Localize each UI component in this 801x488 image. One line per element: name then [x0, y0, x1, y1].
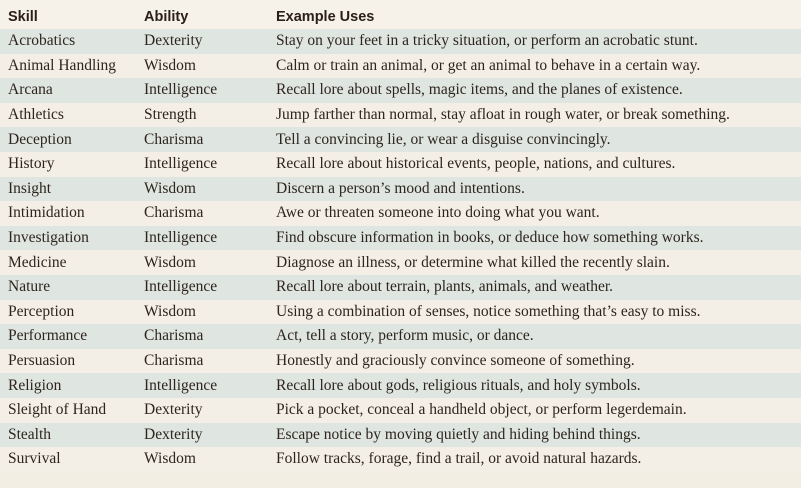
- ability-cell: Wisdom: [144, 253, 196, 271]
- example-uses-cell: Act, tell a story, perform music, or dan…: [276, 327, 534, 345]
- skill-cell: Intimidation: [8, 204, 85, 222]
- table-row: Animal Handling Wisdom Calm or train an an…: [0, 53, 801, 79]
- example-uses-cell: Find obscure information in books, or de…: [276, 229, 704, 247]
- skill-cell: History: [8, 155, 55, 173]
- example-uses-cell: Recall lore about gods, religious ritual…: [276, 376, 641, 394]
- example-uses-cell: Diagnose an illness, or determine what k…: [276, 253, 670, 271]
- example-uses-cell: Honestly and graciously convince someone…: [276, 352, 635, 370]
- ability-cell: Dexterity: [144, 32, 203, 50]
- table-row: Medicine Wisdom Diagnose an illness, or de…: [0, 250, 801, 275]
- example-uses-cell: Recall lore about historical events, peo…: [276, 155, 676, 173]
- header-row: Skill Ability Example Uses: [0, 0, 801, 29]
- table-row: Acrobatics Dexterity Stay on your feet in …: [0, 29, 801, 54]
- table-row: Nature Intelligence Recall lore about terr…: [0, 274, 801, 300]
- table-row: Stealth Dexterity Escape notice by moving …: [0, 422, 801, 448]
- table-row: History Intelligence Recall lore about his…: [0, 151, 801, 177]
- table-row: Religion Intelligence Recall lore about go…: [0, 373, 801, 398]
- example-uses-cell: Using a combination of senses, notice so…: [276, 302, 701, 320]
- example-uses-cell: Recall lore about spells, magic items, a…: [276, 81, 683, 99]
- example-uses-cell: Recall lore about terrain, plants, anima…: [276, 278, 614, 296]
- table-row: Sleight of Hand Dexterity Pick a pocket, c…: [0, 397, 801, 423]
- skill-cell: Performance: [8, 327, 88, 345]
- table-header: Skill Ability Example Uses: [0, 0, 801, 29]
- skill-cell: Animal Handling: [8, 56, 117, 74]
- ability-cell: Charisma: [144, 204, 204, 222]
- skill-cell: Insight: [8, 179, 52, 197]
- example-uses-cell: Escape notice by moving quietly and hidi…: [276, 425, 641, 443]
- table-row: Intimidation Charisma Awe or threaten some…: [0, 201, 801, 226]
- skill-cell: Sleight of Hand: [8, 401, 107, 419]
- ability-cell: Intelligence: [144, 376, 218, 394]
- ability-cell: Charisma: [144, 352, 204, 370]
- skill-cell: Nature: [8, 278, 51, 296]
- ability-cell: Intelligence: [144, 278, 218, 296]
- example-uses-cell: Discern a person’s mood and intentions.: [276, 179, 525, 197]
- table-row: Investigation Intelligence Find obscure in…: [0, 225, 801, 251]
- example-uses-cell: Tell a convincing lie, or wear a disguis…: [276, 130, 611, 148]
- example-uses-cell: Stay on your feet in a tricky situation,…: [276, 32, 698, 50]
- table-row: Insight Wisdom Discern a person’s mood and…: [0, 176, 801, 202]
- skill-cell: Deception: [8, 130, 72, 148]
- ability-cell: Strength: [144, 106, 197, 124]
- table-row: Performance Charisma Act, tell a story, pe…: [0, 324, 801, 349]
- skill-cell: Arcana: [8, 81, 53, 99]
- skill-cell: Investigation: [8, 229, 89, 247]
- skill-cell: Stealth: [8, 425, 52, 443]
- header-skill: Skill: [8, 9, 38, 25]
- ability-cell: Charisma: [144, 327, 204, 345]
- ability-cell: Charisma: [144, 130, 204, 148]
- table-row: Deception Charisma Tell a convincing lie, …: [0, 127, 801, 152]
- skill-cell: Perception: [8, 302, 75, 320]
- skill-cell: Acrobatics: [8, 32, 76, 50]
- ability-cell: Wisdom: [144, 302, 196, 320]
- ability-cell: Intelligence: [144, 81, 218, 99]
- skill-cell: Medicine: [8, 253, 67, 271]
- table-row: Athletics Strength Jump farther than norma…: [0, 102, 801, 128]
- table-row: Survival Wisdom Follow tracks, forage, fin…: [0, 447, 801, 472]
- ability-cell: Wisdom: [144, 179, 196, 197]
- ability-cell: Dexterity: [144, 425, 203, 443]
- table-row: Perception Wisdom Using a combination of s…: [0, 299, 801, 325]
- example-uses-cell: Jump farther than normal, stay afloat in…: [276, 106, 730, 124]
- header-ability: Ability: [144, 9, 189, 25]
- table-row: Persuasion Charisma Honestly and graciousl…: [0, 348, 801, 374]
- ability-cell: Intelligence: [144, 155, 218, 173]
- ability-cell: Dexterity: [144, 401, 203, 419]
- header-example-uses: Example Uses: [276, 9, 375, 25]
- example-uses-cell: Follow tracks, forage, find a trail, or …: [276, 450, 642, 468]
- skill-cell: Athletics: [8, 106, 64, 124]
- example-uses-cell: Pick a pocket, conceal a handheld object…: [276, 401, 687, 419]
- example-uses-cell: Calm or train an animal, or get an anima…: [276, 56, 701, 74]
- ability-cell: Intelligence: [144, 229, 218, 247]
- example-uses-cell: Awe or threaten someone into doing what …: [276, 204, 600, 222]
- ability-cell: Wisdom: [144, 56, 196, 74]
- skill-cell: Religion: [8, 376, 62, 394]
- skill-cell: Survival: [8, 450, 61, 468]
- ability-cell: Wisdom: [144, 450, 196, 468]
- skill-cell: Persuasion: [8, 352, 76, 370]
- table-row: Arcana Intelligence Recall lore about spel…: [0, 78, 801, 103]
